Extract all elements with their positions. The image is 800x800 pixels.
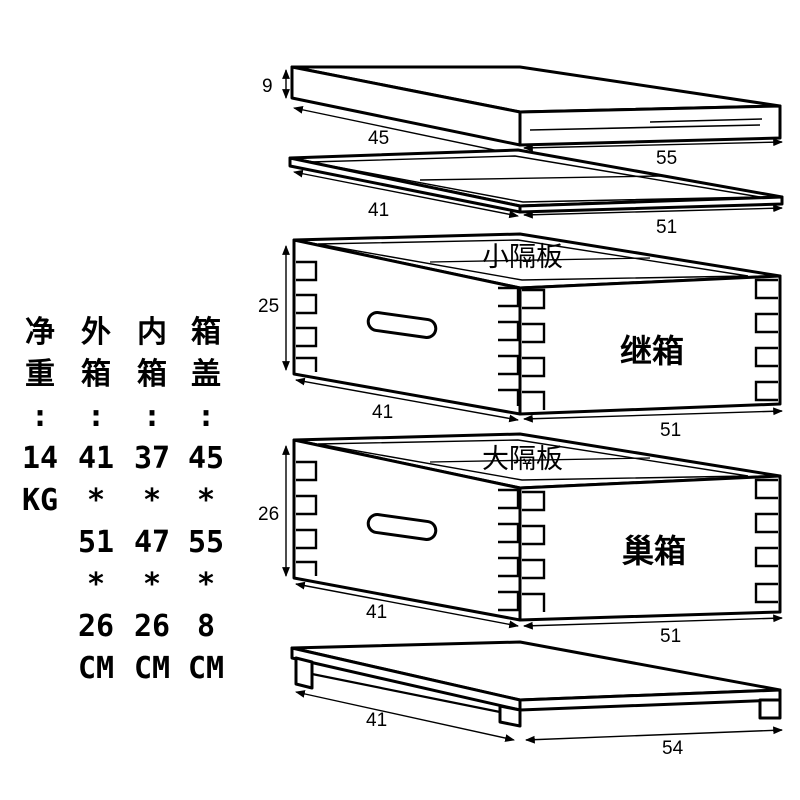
super-box (292, 232, 782, 416)
super-depth-label: 41 (372, 402, 393, 423)
lid-groove-line (529, 124, 761, 131)
spec-value: KG (21, 483, 59, 518)
super-depth-arrow (295, 377, 519, 423)
spec-value: * (86, 483, 106, 518)
spec-column-outer-box: 外 箱 : 41 * 51 * 26 CM (72, 312, 120, 690)
spec-header: 箱 (81, 357, 111, 392)
spec-header: 重 (25, 357, 55, 392)
brood-frame-line (429, 457, 651, 463)
lid-height-label: 9 (262, 76, 273, 97)
super-front-face (518, 274, 782, 416)
brood-front-face (518, 474, 782, 622)
super-label: 继箱 (620, 332, 684, 370)
brood-finger-joint-right (754, 478, 778, 604)
inner-cover-depth-label: 41 (368, 200, 389, 221)
super-finger-joint-mid-b (522, 288, 546, 410)
super-finger-joint-left (296, 260, 318, 372)
spec-colon: : (142, 399, 162, 434)
spec-value: 26 (133, 609, 171, 644)
brood-height-label: 26 (258, 504, 279, 525)
inner-cover-depth-arrow (293, 169, 519, 219)
lid-width-label: 55 (656, 148, 677, 169)
spec-value: * (142, 567, 162, 602)
inner-cover-width-label: 51 (656, 217, 677, 238)
spec-colon: : (196, 399, 216, 434)
hive-lid (290, 65, 782, 147)
spec-colon: : (30, 399, 50, 434)
spec-header: 内 (137, 315, 167, 350)
spec-column-lid: 箱 盖 : 45 * 55 * 8 CM (182, 312, 230, 690)
brood-depth-arrow (295, 581, 519, 629)
brood-box (292, 432, 782, 622)
spec-value: 47 (133, 525, 171, 560)
super-width-arrow (523, 407, 783, 423)
lid-width-arrow (523, 138, 783, 152)
spec-value: 37 (133, 441, 171, 476)
spec-header: 箱 (137, 357, 167, 392)
spec-value: CM (187, 651, 225, 686)
spec-value: * (142, 483, 162, 518)
super-handle (366, 311, 438, 339)
brood-depth-label: 41 (366, 602, 387, 623)
spec-column-net-weight: 净 重 : 14 KG (16, 312, 64, 522)
brood-width-label: 51 (660, 626, 681, 647)
super-frame-line (429, 257, 651, 263)
lid-front-face (518, 104, 782, 147)
spec-value: 55 (187, 525, 225, 560)
spec-value: * (196, 567, 216, 602)
brood-finger-joint-mid-a (498, 488, 520, 612)
spec-value: 51 (77, 525, 115, 560)
brood-width-arrow (523, 614, 783, 630)
super-height-label: 25 (258, 296, 279, 317)
brood-handle (366, 513, 438, 541)
spec-value: 26 (77, 609, 115, 644)
spec-header: 外 (81, 315, 111, 350)
super-finger-joint-mid-a (498, 286, 520, 406)
spec-value: 41 (77, 441, 115, 476)
inner-cover (288, 148, 784, 214)
spec-value: CM (77, 651, 115, 686)
spec-header: 净 (25, 315, 55, 350)
super-width-label: 51 (660, 420, 681, 441)
spec-value: * (196, 483, 216, 518)
lid-groove-line (649, 118, 763, 123)
spec-value: 8 (196, 609, 216, 644)
spec-column-inner-box: 内 箱 : 37 * 47 * 26 CM (128, 312, 176, 690)
brood-finger-joint-mid-b (522, 490, 546, 612)
lid-depth-arrow (293, 105, 519, 158)
brood-finger-joint-left (296, 460, 318, 576)
bottom-width-label: 54 (662, 738, 684, 759)
spec-value: CM (133, 651, 171, 686)
super-divider-label: 小隔板 (482, 242, 563, 273)
spec-value: 45 (187, 441, 225, 476)
bottom-depth-label: 41 (366, 710, 387, 731)
bottom-front-leg (498, 704, 522, 728)
super-finger-joint-right (754, 278, 778, 402)
lid-depth-label: 45 (368, 128, 389, 149)
bottom-left-leg (294, 656, 314, 690)
spec-colon: : (86, 399, 106, 434)
spec-value: * (86, 567, 106, 602)
spec-header: 盖 (191, 357, 221, 392)
brood-label: 巢箱 (622, 532, 686, 570)
bottom-right-leg (758, 698, 782, 720)
inner-cover-width-arrow (523, 204, 783, 219)
brood-divider-label: 大隔板 (482, 444, 563, 475)
spec-value: 14 (21, 441, 59, 476)
bottom-depth-arrow (295, 690, 515, 742)
spec-header: 箱 (191, 315, 221, 350)
bottom-width-arrow (525, 726, 783, 744)
